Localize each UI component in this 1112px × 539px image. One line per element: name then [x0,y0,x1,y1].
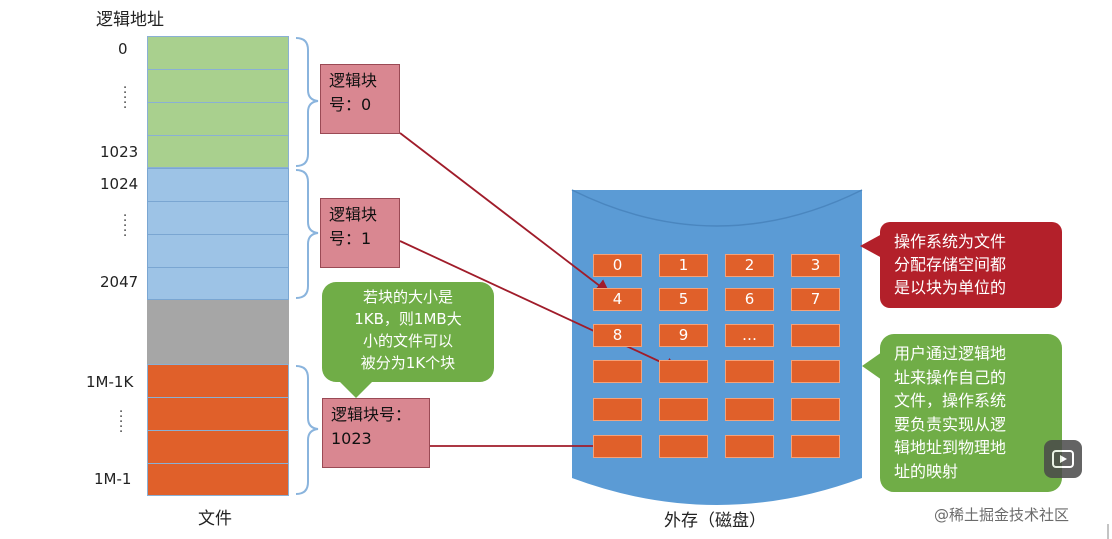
disk-block [725,435,774,458]
disk-block [791,435,840,458]
disk-label: 外存（磁盘） [664,511,766,531]
disk-block: … [725,324,774,347]
disk-block [725,360,774,383]
ellipsis-dots: ····· [119,405,124,440]
disk-block: 2 [725,254,774,277]
disk-cylinder-body [572,190,862,505]
address-label: 1M-1K [86,373,134,391]
callout-logical-block-0: 逻辑块 号：0 [320,64,400,134]
watermark: @稀土掘金技术社区 [934,506,1070,524]
disk-block [593,435,642,458]
brace-green [295,37,319,167]
bubble-line: 分配存储空间都 [894,255,1007,274]
ellipsis-dots: ····· [123,81,128,116]
disk-block: 9 [659,324,708,347]
file-caption: 文件 [198,509,232,529]
callout-line: 逻辑块 [329,205,378,224]
bubble-line: 址的映射 [894,461,959,481]
disk-block: 5 [659,288,708,311]
disk-block [791,360,840,383]
bubble-line: 辑地址到物理地 [894,438,1007,457]
callout-line: 逻辑块号： [331,405,412,424]
disk-block [593,360,642,383]
ellipsis-dots: ····· [123,209,128,244]
disk-block [659,398,708,421]
bubble-line: 用户通过逻辑地 [894,344,1007,363]
callout-line: 1023 [331,429,372,448]
disk-block [791,398,840,421]
segment-divider [147,463,289,464]
disk-block [725,398,774,421]
address-label: 1M-1 [94,470,132,488]
bubble-line: 被分为1K个块 [360,354,456,372]
arrow-block0 [399,132,611,294]
segment-divider [147,201,289,202]
arrow-block1 [399,240,680,372]
disk-block: 7 [791,288,840,311]
disk-block [659,360,708,383]
callout-line: 号：0 [329,95,372,114]
video-play-icon[interactable] [1044,440,1082,478]
bubble-os-allocation-note: 操作系统为文件 分配存储空间都 是以块为单位的 [880,222,1062,308]
bubble-line: 小的文件可以 [362,332,453,350]
segment-divider [147,267,289,268]
bubble-line: 要负责实现从逻 [894,414,1007,434]
address-label: 2047 [100,273,139,291]
bubble-os-tail [860,234,882,258]
disk-block [659,435,708,458]
bubble-line: 址来操作自己的 [894,367,1007,387]
logical-address-title: 逻辑地址 [96,10,164,30]
bubble-block-size-note: 若块的大小是 1KB，则1MB大 小的文件可以 被分为1K个块 [322,282,494,382]
disk-block: 1 [659,254,708,277]
file-segment-middle [147,300,289,364]
address-label: 0 [118,40,128,58]
segment-divider [147,430,289,431]
brace-blue [295,169,319,299]
bubble-size-tail [340,382,372,398]
bubble-line: 是以块为单位的 [894,278,1007,297]
bubble-line: 操作系统为文件 [894,232,1007,251]
callout-line: 号：1 [329,229,372,248]
disk-cylinder-top [571,189,863,227]
bubble-line: 文件，操作系统 [894,391,1007,410]
segment-divider [147,135,289,136]
brace-orange [295,365,319,495]
bubble-line: 若块的大小是 [362,288,453,306]
address-label: 1023 [100,143,139,161]
callout-logical-block-1: 逻辑块 号：1 [320,198,400,268]
callout-line: 逻辑块 [329,71,378,90]
callout-logical-block-1023: 逻辑块号： 1023 [322,398,430,468]
segment-divider [147,69,289,70]
segment-divider [147,102,289,103]
disk-block: 0 [593,254,642,277]
disk-block: 4 [593,288,642,311]
bubble-address-mapping-note: 用户通过逻辑地 址来操作自己的 文件，操作系统 要负责实现从逻 辑地址到物理地 … [880,334,1062,492]
address-label: 1024 [100,175,139,193]
disk-block: 6 [725,288,774,311]
disk-block [593,398,642,421]
bubble-user-tail [862,352,882,380]
segment-divider [147,234,289,235]
disk-block: 8 [593,324,642,347]
segment-divider [147,397,289,398]
bubble-line: 1KB，则1MB大 [354,310,462,328]
disk-block: 3 [791,254,840,277]
disk-block [791,324,840,347]
